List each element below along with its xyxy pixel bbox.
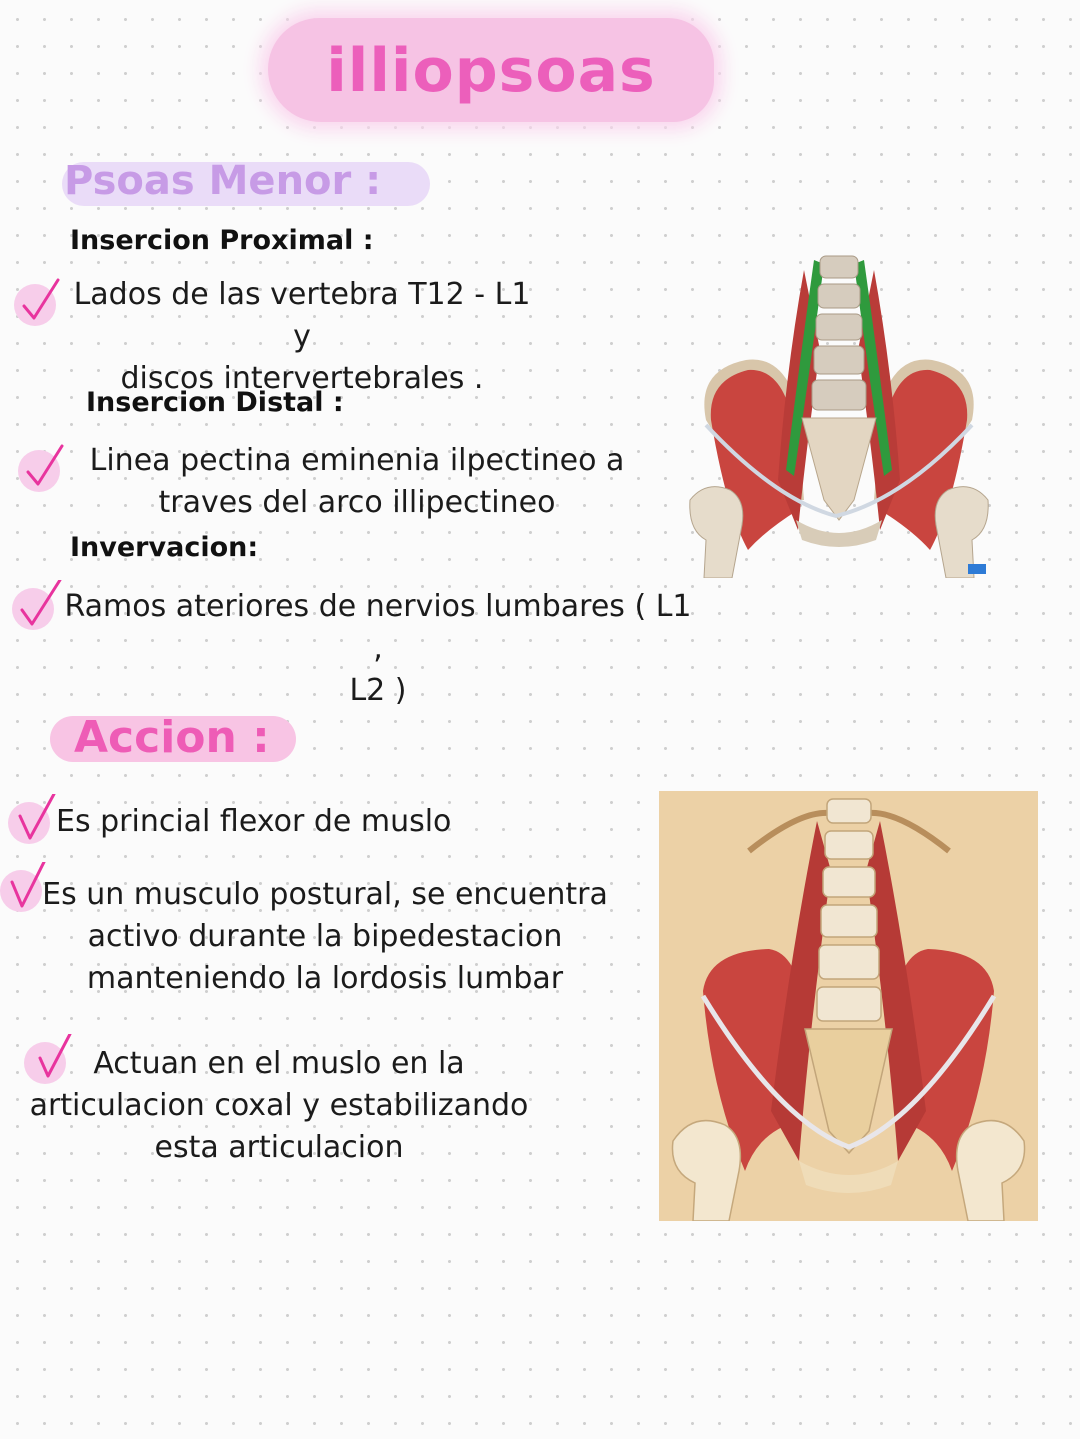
check-icon [24,1034,76,1086]
check-icon [0,862,52,914]
accion-highlight [50,716,296,762]
accion-item-1: Es princial flexor de muslo [56,804,452,839]
proximal-label: Insercion Proximal : [70,225,374,256]
psoas-menor-header: Psoas Menor : [64,158,382,204]
inervacion-label: Invervacion: [70,532,259,563]
iliopsoas-illustration [659,791,1038,1221]
distal-label: Insercion Distal : [86,387,344,418]
check-icon [12,580,64,632]
proximal-text: Lados de las vertebra T12 - L1 y discos … [73,277,531,396]
page-title: illiopsoas [326,36,656,106]
accion-item-2: Es un musculo postural, se encuentra act… [42,877,608,996]
psoas-menor-highlight [62,162,430,206]
check-icon [8,794,60,846]
distal-text: Linea pectina eminenia ilpectineo a trav… [89,443,625,520]
check-icon [14,276,66,328]
title-highlight [268,18,714,122]
accion-item-3: Actuan en el muslo en la articulacion co… [29,1046,529,1165]
psoas-minor-illustration [686,250,992,578]
check-icon [18,442,70,494]
inervacion-text: Ramos ateriores de nervios lumbares ( L1… [64,589,692,708]
accion-header: Accion : [74,712,270,763]
